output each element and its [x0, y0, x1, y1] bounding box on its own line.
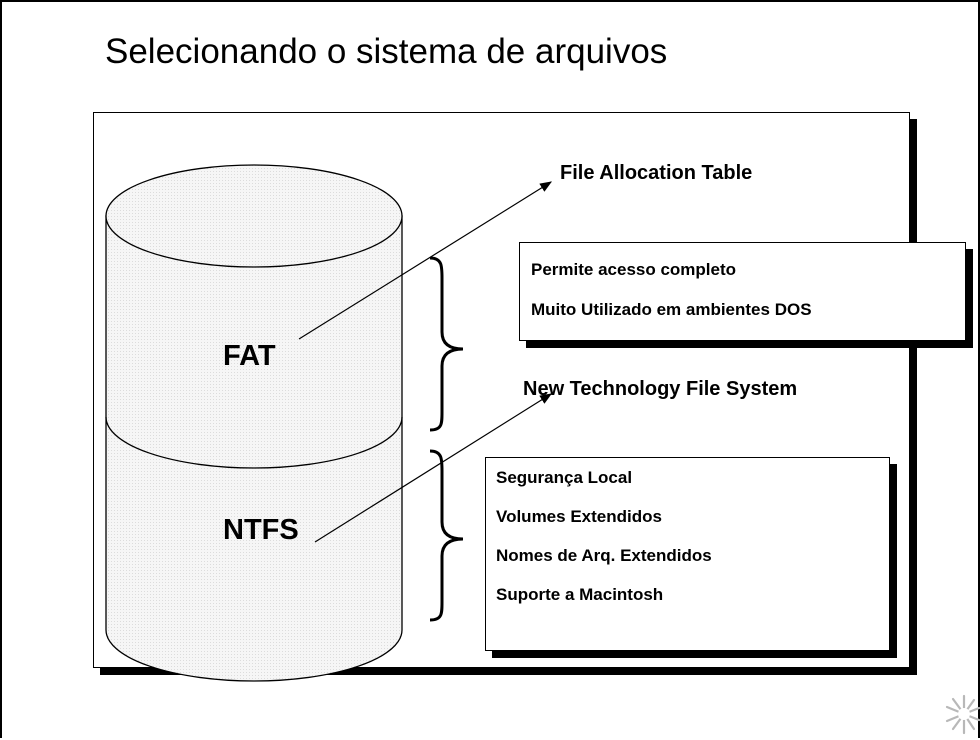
ntfs-feature-item: Nomes de Arq. Extendidos — [496, 546, 712, 565]
database-cylinder-icon — [105, 164, 403, 682]
curly-brace-icon-fat — [429, 256, 464, 432]
ntfs-feature-item: Volumes Extendidos — [496, 507, 662, 526]
arrow-icon-fat — [298, 181, 553, 340]
ntfs-heading: New Technology File System — [523, 378, 798, 400]
disk-label-fat: FAT — [223, 340, 276, 372]
fat-feature-item: Permite acesso completo — [531, 260, 737, 279]
arrow-icon-ntfs — [314, 393, 553, 543]
ntfs-features-box: Segurança Local Volumes Extendidos Nomes… — [485, 457, 890, 651]
slide-title: Selecionando o sistema de arquivos — [105, 32, 668, 71]
disk-label-ntfs: NTFS — [223, 514, 299, 546]
ntfs-feature-item: Suporte a Macintosh — [496, 585, 664, 604]
cylinder-divider — [105, 416, 403, 469]
fat-heading: File Allocation Table — [560, 162, 753, 184]
fat-feature-item: Muito Utilizado em ambientes DOS — [531, 300, 812, 319]
fat-features-box: Permite acesso completo Muito Utilizado … — [519, 242, 966, 341]
cylinder-top-ellipse — [105, 164, 403, 268]
curly-brace-icon-ntfs — [429, 449, 464, 622]
ntfs-feature-item: Segurança Local — [496, 468, 633, 487]
starburst-logo-icon — [945, 694, 980, 735]
